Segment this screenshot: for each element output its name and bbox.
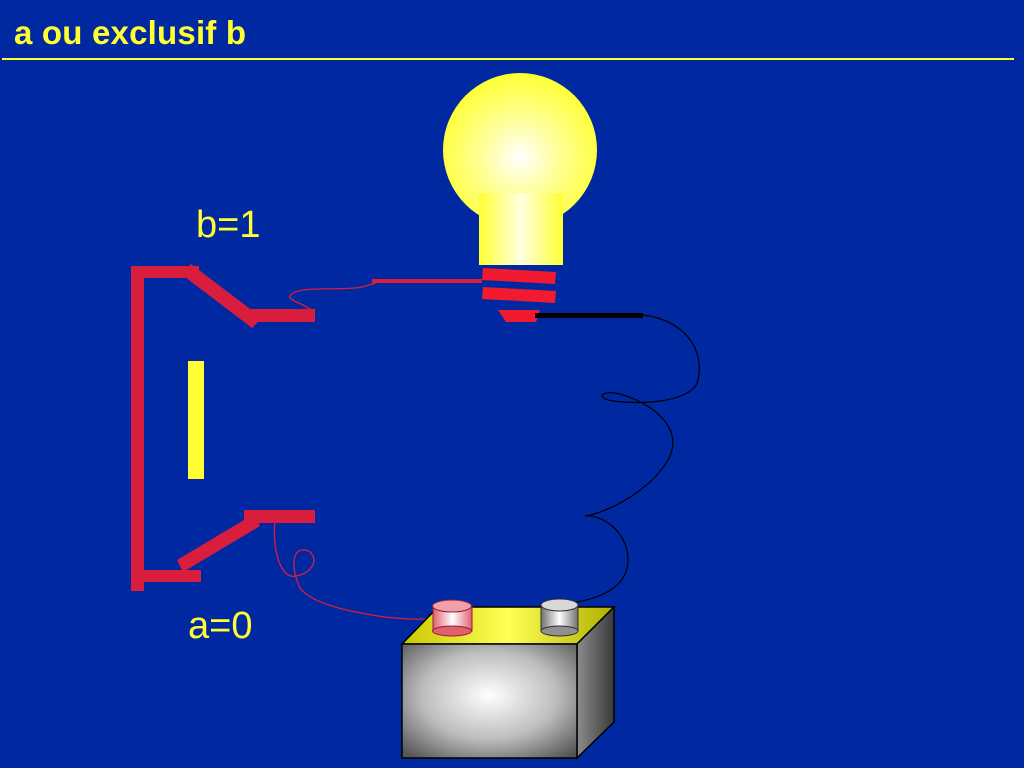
- switch-contact-b: [248, 309, 315, 322]
- switch-blade-b: [181, 264, 262, 328]
- switch-a-state-label: a=0: [188, 605, 253, 647]
- wire-lead-bulb: [372, 279, 482, 283]
- switch-b-state-label: b=1: [196, 204, 261, 246]
- switch-contact-a: [244, 510, 315, 523]
- battery-terminal-negative: [540, 598, 579, 637]
- switch-frame-top: [131, 266, 199, 278]
- switch-frame-bottom: [131, 570, 201, 582]
- lever-bar: [188, 361, 204, 479]
- battery-icon: [400, 598, 616, 760]
- switch-frame-vertical: [131, 266, 144, 591]
- wire-bulb-return-lead: [535, 313, 643, 318]
- light-bulb-icon: [443, 73, 597, 322]
- battery-terminal-positive: [432, 599, 473, 637]
- title-divider: [2, 58, 1014, 60]
- wire-b-to-bulb: [289, 281, 381, 313]
- slide-title: a ou exclusif b: [14, 14, 247, 51]
- xor-switch: [131, 264, 315, 591]
- switch-blade-a: [177, 514, 260, 572]
- wire-bulb-to-battery: [559, 314, 700, 619]
- wire-a-to-battery: [273, 519, 441, 620]
